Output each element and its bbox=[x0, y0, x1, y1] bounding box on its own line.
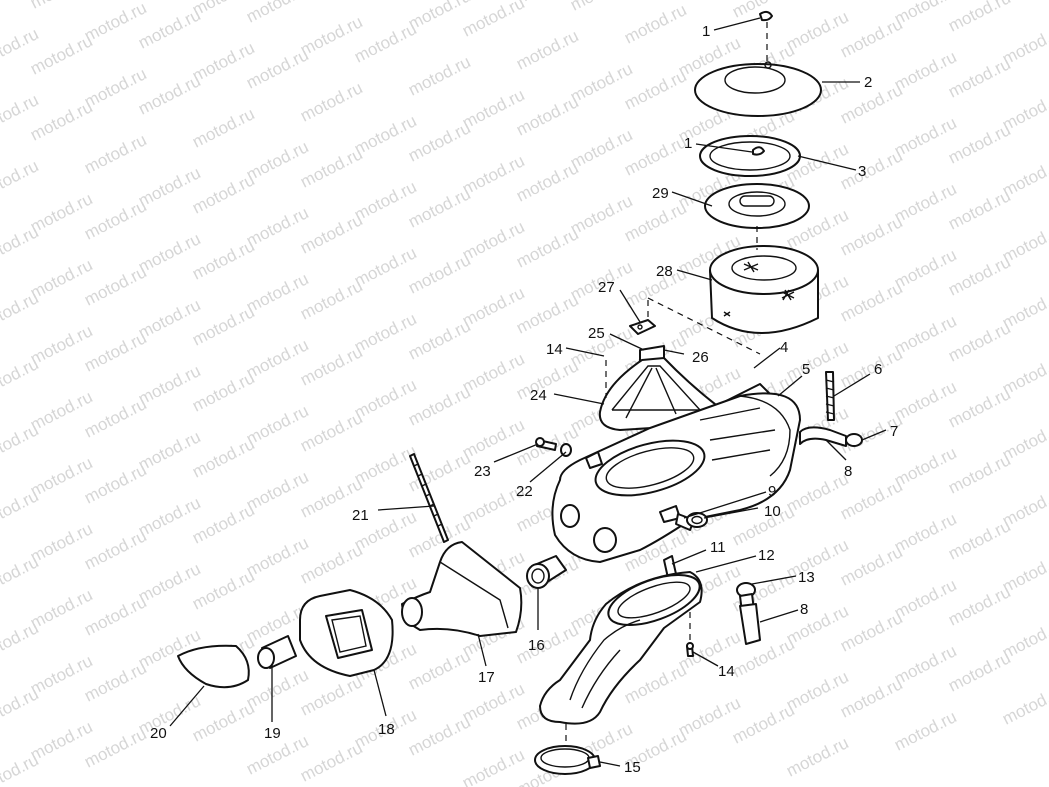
callout-23: 23 bbox=[474, 463, 491, 480]
part-hose-lower bbox=[739, 603, 761, 645]
part-lower-duct bbox=[539, 571, 703, 725]
callout-28: 28 bbox=[656, 263, 673, 280]
part-bracket-plate bbox=[629, 319, 656, 335]
part-hose-clamp-15 bbox=[534, 745, 601, 775]
part-air-box-body bbox=[551, 392, 801, 563]
callout-labels: 1 2 1 3 29 28 27 25 26 14 4 5 6 24 7 8 2… bbox=[150, 23, 898, 776]
callout-27: 27 bbox=[598, 279, 615, 296]
callout-18: 18 bbox=[378, 721, 395, 738]
callout-29: 29 bbox=[652, 185, 669, 202]
callout-1: 1 bbox=[702, 23, 710, 40]
callout-16: 16 bbox=[528, 637, 545, 654]
callout-13: 13 bbox=[798, 569, 815, 586]
callout-3: 3 bbox=[858, 163, 866, 180]
part-coupler-19 bbox=[257, 635, 297, 669]
part-clip-top bbox=[759, 10, 773, 62]
callout-20: 20 bbox=[150, 725, 167, 742]
part-boot-18 bbox=[299, 589, 394, 677]
callout-25: 25 bbox=[588, 325, 605, 342]
part-screw-14b bbox=[686, 642, 694, 657]
part-air-box-cover bbox=[694, 61, 822, 117]
part-air-filter bbox=[709, 245, 819, 334]
callout-1: 1 bbox=[684, 135, 692, 152]
part-long-bolt-21 bbox=[409, 453, 449, 543]
callout-10: 10 bbox=[764, 503, 781, 520]
callout-11: 11 bbox=[710, 539, 726, 556]
callout-5: 5 bbox=[802, 361, 810, 378]
callout-17: 17 bbox=[478, 669, 495, 686]
callout-2: 2 bbox=[864, 74, 872, 91]
callout-9: 9 bbox=[768, 483, 776, 500]
part-screw-6 bbox=[825, 371, 835, 421]
callout-22: 22 bbox=[516, 483, 533, 500]
callout-14: 14 bbox=[546, 341, 563, 358]
leader-lines bbox=[169, 17, 887, 767]
part-sleeve-16 bbox=[526, 555, 567, 589]
callout-6: 6 bbox=[874, 361, 882, 378]
callout-4: 4 bbox=[780, 339, 788, 356]
callout-12: 12 bbox=[758, 547, 775, 564]
part-inlet-20 bbox=[177, 644, 250, 689]
part-hose-upper bbox=[799, 426, 863, 447]
part-gasket bbox=[699, 135, 801, 177]
part-washer-22 bbox=[560, 443, 572, 457]
callout-21: 21 bbox=[352, 507, 369, 524]
callout-14: 14 bbox=[718, 663, 735, 680]
callout-26: 26 bbox=[692, 349, 709, 366]
callout-7: 7 bbox=[890, 423, 898, 440]
callout-24: 24 bbox=[530, 387, 547, 404]
part-filter-retainer bbox=[704, 183, 810, 229]
part-bolt-23 bbox=[535, 437, 557, 451]
part-intake-duct-17 bbox=[401, 541, 523, 637]
callout-19: 19 bbox=[264, 725, 281, 742]
callout-8: 8 bbox=[844, 463, 852, 480]
callout-15: 15 bbox=[624, 759, 641, 776]
callout-8: 8 bbox=[800, 601, 808, 618]
part-grommet-10 bbox=[686, 512, 708, 528]
